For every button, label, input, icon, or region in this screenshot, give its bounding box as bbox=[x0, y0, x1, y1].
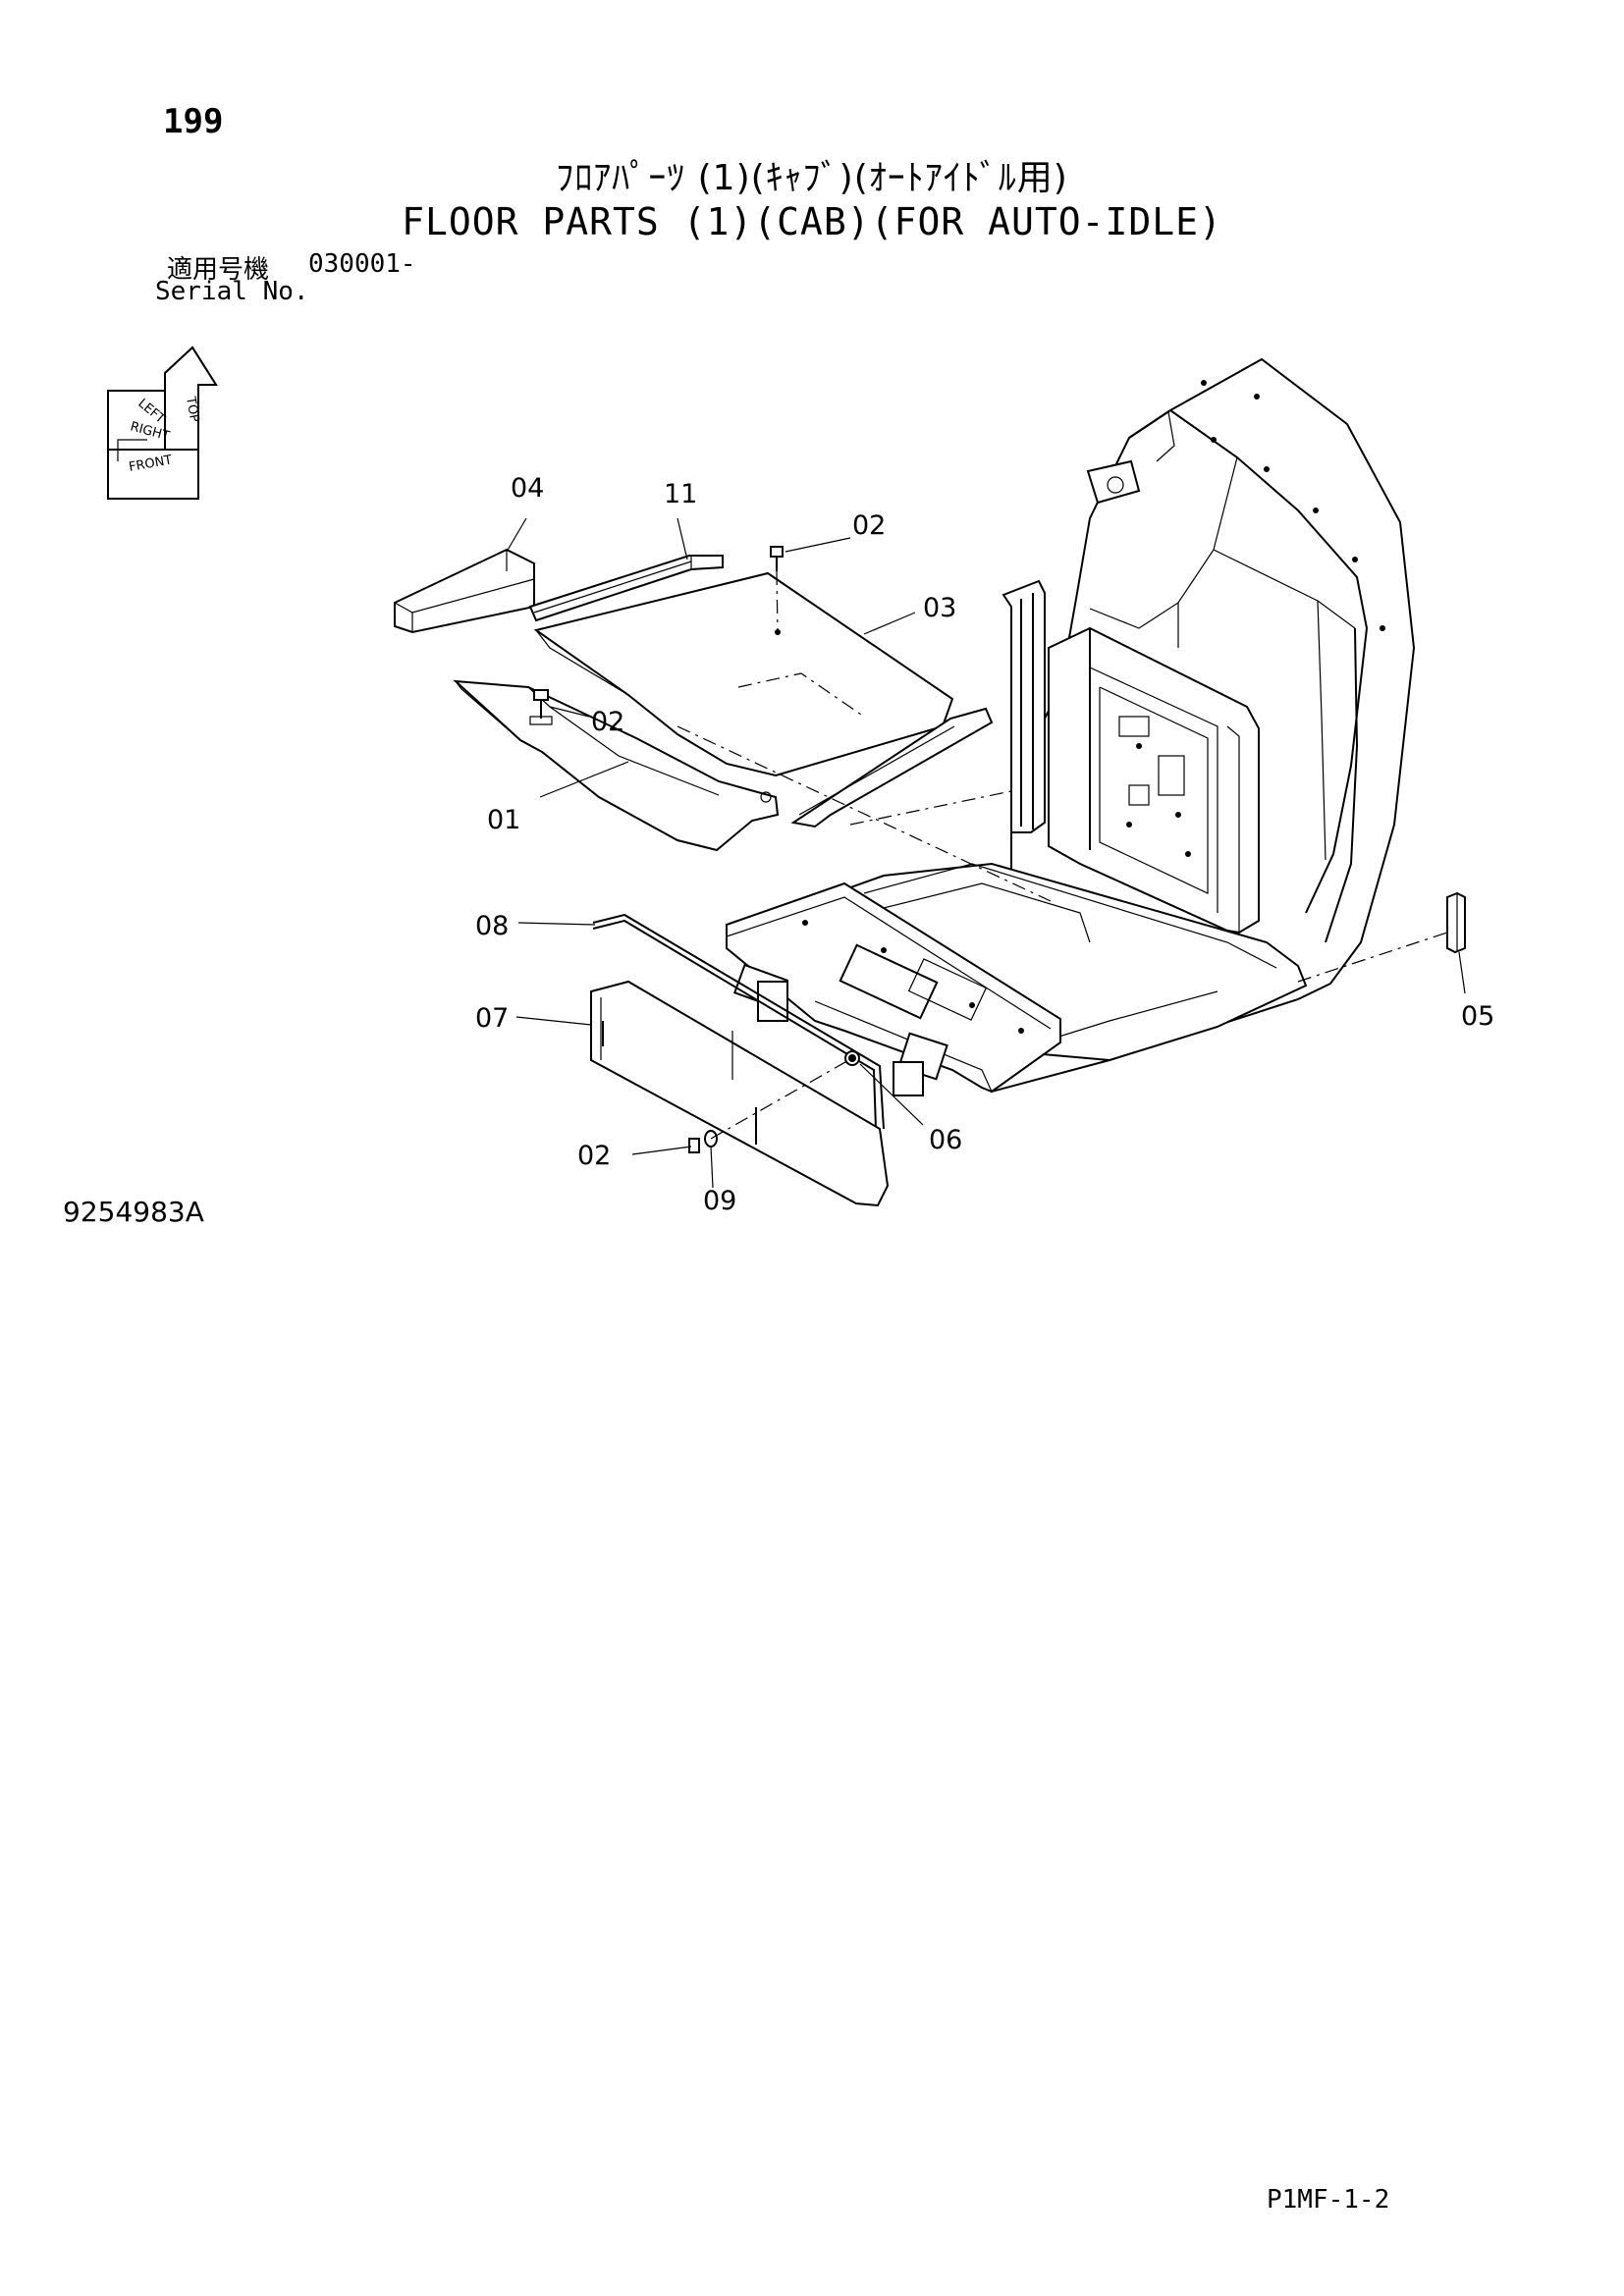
part-11-strip bbox=[528, 555, 724, 622]
callout-09: 09 bbox=[703, 1186, 736, 1216]
part-04-block bbox=[394, 548, 535, 634]
leader-lines bbox=[506, 517, 1466, 1189]
orientation-symbol: LEFT RIGHT TOP FRONT bbox=[107, 346, 218, 500]
callout-02-upper: 02 bbox=[852, 510, 886, 541]
callout-04: 04 bbox=[511, 473, 544, 504]
page-title-japanese: ﾌﾛｱﾊﾟｰﾂ (1)(ｷｬﾌﾞ)(ｵｰﾄｱｲﾄﾞﾙ用) bbox=[556, 158, 1068, 198]
serial-label-japanese: 適用号機 bbox=[167, 255, 270, 285]
serial-label: Serial No. bbox=[155, 277, 309, 306]
part-02-bolt-lower bbox=[688, 1138, 700, 1153]
part-02-bolt-upper bbox=[770, 546, 784, 571]
callout-08: 08 bbox=[475, 911, 509, 941]
callout-11: 11 bbox=[664, 479, 697, 509]
part-02-bolt-left bbox=[529, 689, 553, 725]
orientation-label-top: TOP bbox=[183, 395, 201, 423]
page-code: P1MF-1-2 bbox=[1267, 2185, 1390, 2215]
callout-01: 01 bbox=[487, 805, 520, 835]
callout-06: 06 bbox=[929, 1125, 962, 1155]
part-07-kick-panel bbox=[590, 980, 890, 1207]
callout-02-middle: 02 bbox=[591, 707, 624, 737]
cab-frame bbox=[726, 357, 1416, 1096]
page-number: 199 bbox=[163, 102, 224, 141]
part-03-floor-mat bbox=[533, 571, 994, 828]
part-08-edge-trim bbox=[592, 913, 885, 1130]
callout-03: 03 bbox=[923, 593, 956, 623]
callout-05: 05 bbox=[1461, 1001, 1494, 1032]
alignment-lines bbox=[677, 570, 1448, 1140]
page-title: FLOOR PARTS (1)(CAB)(FOR AUTO-IDLE) bbox=[402, 200, 1222, 243]
part-05-block bbox=[1446, 891, 1466, 954]
drawing-number: 9254983A bbox=[63, 1196, 204, 1228]
callout-labels: 04 11 02 03 02 01 08 07 02 09 06 05 bbox=[475, 473, 1494, 1216]
callout-07: 07 bbox=[475, 1003, 509, 1034]
part-01-floor-cover bbox=[453, 679, 780, 852]
callout-02-lower: 02 bbox=[577, 1141, 611, 1171]
serial-number-value: 030001- bbox=[308, 249, 416, 279]
